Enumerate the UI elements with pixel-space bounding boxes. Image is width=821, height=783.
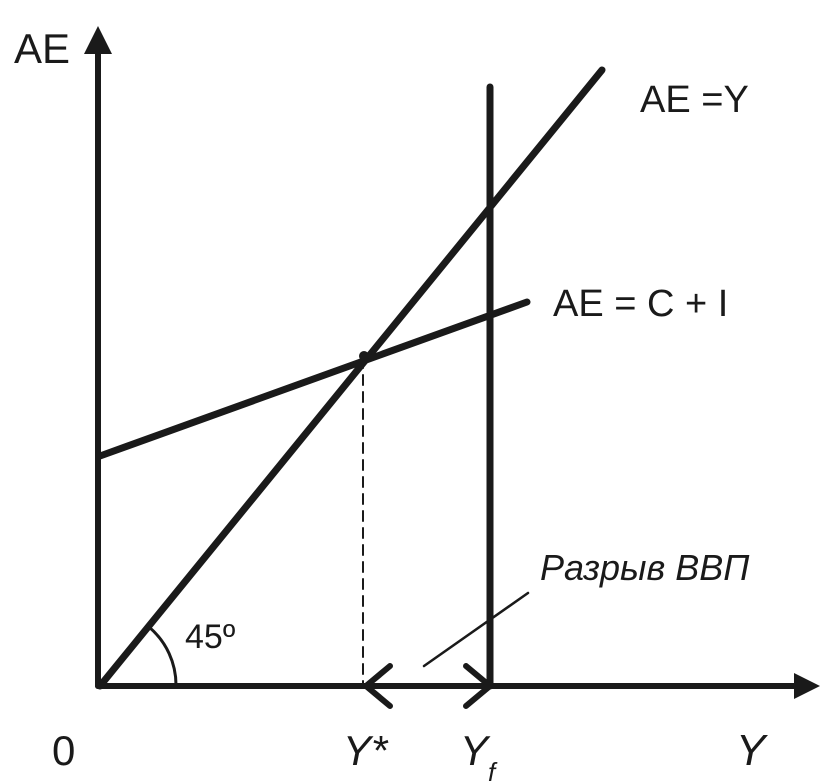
full-employment-subscript: f (488, 757, 498, 783)
angle-arc (147, 625, 178, 688)
expenditure-line (96, 298, 531, 460)
angle-label: 45º (185, 618, 235, 656)
y-axis-label: AE (14, 25, 70, 72)
gap-arrowhead-right (463, 663, 493, 709)
origin-label: 0 (52, 727, 75, 774)
expenditure-line-label: AE = C + I (553, 283, 728, 325)
x-axis-label: Y (736, 726, 768, 775)
equilibrium-output-label: Y* (343, 727, 389, 774)
x-axis-arrowhead (794, 673, 820, 699)
forty-five-line-label: AE =Y (640, 79, 749, 121)
forty-five-degree-line (96, 66, 606, 690)
full-employment-output-label: Y (460, 727, 491, 774)
gap-arrowhead-left (363, 663, 393, 709)
equilibrium-point (359, 351, 369, 361)
gap-label: Разрыв ВВП (540, 547, 750, 588)
y-axis-arrowhead (84, 26, 112, 54)
gap-leader-line (422, 591, 530, 668)
